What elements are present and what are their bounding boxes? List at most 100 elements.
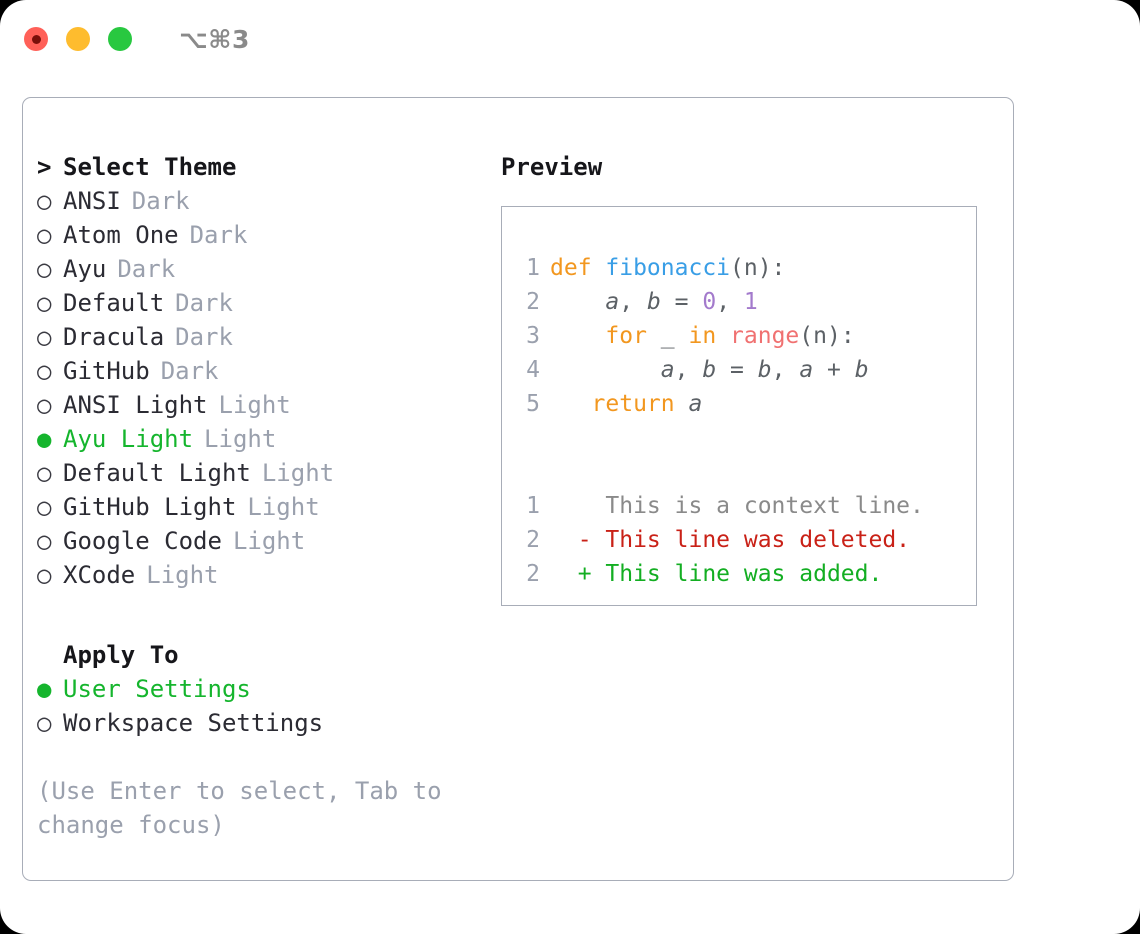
line-number: 4 — [526, 357, 540, 383]
radio-unselected-icon[interactable]: ○ — [37, 289, 52, 317]
theme-category-label: Light — [247, 493, 320, 521]
line-number: 2 — [526, 561, 540, 587]
theme-list-item[interactable]: ○ GitHub Light Light — [37, 490, 497, 524]
code-text: def fibonacci(n): — [550, 251, 785, 285]
radio-selected-icon[interactable]: ● — [37, 425, 52, 453]
radio-unselected-icon[interactable]: ○ — [37, 561, 52, 589]
spacer — [37, 740, 497, 774]
code-line: 4 a, b = b, a + b — [502, 353, 976, 387]
code-token: fibonacci — [605, 255, 731, 281]
caret-icon: > — [37, 153, 52, 181]
diff-sample: 1 This is a context line.2 - This line w… — [502, 489, 976, 591]
theme-category-label: Light — [204, 425, 277, 453]
code-token: def — [550, 255, 606, 281]
radio-unselected-icon[interactable]: ○ — [37, 187, 52, 215]
radio-unselected-icon[interactable]: ○ — [37, 709, 52, 737]
line-number: 1 — [526, 255, 540, 281]
theme-category-label: Light — [232, 527, 306, 555]
spacer — [502, 421, 976, 455]
radio-unselected-icon[interactable]: ○ — [37, 493, 52, 521]
zoom-button-icon[interactable] — [108, 27, 132, 51]
apply-to-list: ●User Settings○Workspace Settings — [37, 672, 497, 740]
code-token: b — [854, 357, 869, 383]
code-token: , — [716, 289, 744, 315]
theme-category-label: Dark — [175, 289, 233, 317]
radio-unselected-icon[interactable]: ○ — [37, 221, 52, 249]
theme-category-label: Dark — [117, 255, 176, 283]
theme-name: Default Light — [63, 459, 251, 487]
code-text: a, b = 0, 1 — [550, 285, 758, 319]
radio-unselected-icon[interactable]: ○ — [37, 255, 52, 283]
code-token: 1 — [743, 289, 758, 315]
code-token: (n): — [730, 255, 786, 281]
diff-line: 2 - This line was deleted. — [502, 523, 976, 557]
code-token — [716, 323, 730, 349]
keyboard-hint-text: (Use Enter to select, Tab to change focu… — [37, 777, 442, 839]
title-bar: ⌥⌘3 — [0, 0, 1140, 78]
spacer — [502, 455, 976, 489]
line-number: 3 — [526, 323, 540, 349]
radio-unselected-icon[interactable]: ○ — [37, 527, 52, 555]
diff-line: 2 + This line was added. — [502, 557, 976, 591]
theme-category-label: Dark — [175, 323, 233, 351]
code-token: for — [605, 323, 647, 349]
code-token: a — [799, 357, 814, 383]
apply-to-option[interactable]: ○Workspace Settings — [37, 706, 497, 740]
minimize-button-icon[interactable] — [66, 27, 90, 51]
preview-label: Preview — [501, 153, 603, 181]
theme-name: Ayu Light — [63, 425, 194, 453]
code-token: = — [716, 357, 758, 383]
theme-name: GitHub — [63, 357, 150, 385]
code-token: return — [591, 391, 675, 417]
theme-category-label: Dark — [160, 357, 219, 385]
line-number: 5 — [526, 391, 540, 417]
apply-to-title-row: ○ Apply To — [37, 638, 497, 672]
radio-selected-icon[interactable]: ● — [37, 675, 52, 703]
code-token: a — [660, 357, 675, 383]
code-token: range — [730, 323, 800, 349]
apply-to-option[interactable]: ●User Settings — [37, 672, 497, 706]
select-theme-heading: Select Theme — [63, 153, 237, 181]
theme-name: Atom One — [63, 221, 179, 249]
code-token: _ — [646, 323, 689, 349]
code-token — [675, 391, 689, 417]
radio-unselected-icon[interactable]: ○ — [37, 357, 52, 385]
code-line: 1 def fibonacci(n): — [502, 251, 976, 285]
radio-unselected-icon[interactable]: ○ — [37, 459, 52, 487]
line-number: 2 — [526, 289, 540, 315]
diff-sign: + — [550, 561, 592, 587]
code-token: in — [688, 323, 717, 349]
code-token: , — [674, 357, 703, 383]
code-token: = — [660, 289, 703, 315]
close-button-icon[interactable] — [24, 27, 48, 51]
diff-text: This line was added. — [591, 561, 883, 587]
code-token: 0 — [702, 289, 717, 315]
radio-unselected-icon[interactable]: ○ — [37, 391, 52, 419]
code-token: , — [771, 357, 800, 383]
theme-name: ANSI Light — [63, 391, 208, 419]
line-number: 1 — [526, 493, 540, 519]
radio-unselected-icon[interactable]: ○ — [37, 323, 52, 351]
code-line: 3 for _ in range(n): — [502, 319, 976, 353]
code-token: (n): — [799, 323, 855, 349]
theme-name: GitHub Light — [63, 493, 237, 521]
theme-list-item[interactable]: ○ GitHub Dark — [37, 354, 497, 388]
theme-category-label: Light — [146, 561, 219, 589]
theme-list-item[interactable]: ● Ayu Light Light — [37, 422, 497, 456]
code-token — [550, 357, 661, 383]
code-token: , — [619, 289, 647, 315]
